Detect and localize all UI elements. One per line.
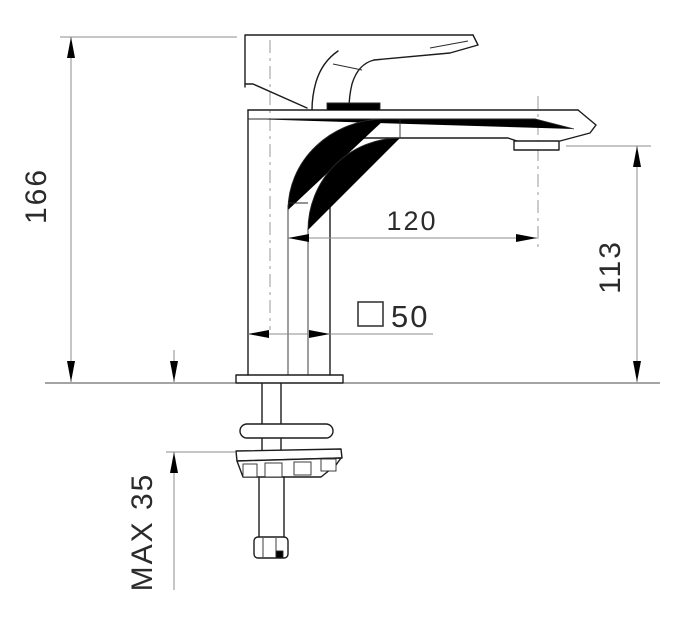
cartridge-cover-and-lever-top (244, 34, 474, 88)
dimension-label-50: 50 (391, 299, 429, 334)
lever-tip (373, 34, 479, 61)
waterway-tangent-ticks (288, 119, 401, 204)
dimension-label-120: 120 (386, 206, 437, 236)
arrow-right-icon (309, 330, 330, 338)
arrow-down-icon (633, 361, 641, 382)
nut-notch (264, 462, 283, 478)
lever-neck-inner-arc (348, 59, 375, 111)
mounting-hardware (235, 382, 343, 559)
faucet-body (235, 109, 597, 384)
centerlines (269, 40, 539, 330)
dimension-overall-height: 166 (20, 36, 237, 382)
faucet-handle (244, 34, 479, 111)
dimension-max-thickness: MAX 35 (126, 350, 236, 591)
spout-inner-edge (248, 118, 575, 130)
nut-notch (293, 461, 312, 476)
dimension-spout-reach: 120 (288, 206, 537, 242)
waterway-vertical-lines (287, 205, 309, 375)
mounting-nut-plate (235, 448, 343, 462)
arrow-down-icon (170, 361, 178, 382)
threaded-tube (258, 476, 285, 538)
nut-notch (242, 463, 258, 478)
arrow-up-icon (67, 37, 75, 58)
aerator (513, 140, 560, 151)
arrow-down-icon (67, 361, 75, 382)
cover-bottom-slant (244, 83, 308, 109)
dimension-spout-height: 113 (566, 145, 651, 382)
arrow-left-icon (288, 234, 309, 242)
arrow-up-icon (170, 452, 178, 473)
arrow-left-icon (248, 330, 269, 338)
hex-nut-notch (275, 550, 284, 559)
square-section-icon (357, 301, 384, 327)
dimension-label-max35: MAX 35 (126, 473, 159, 592)
dimension-label-113: 113 (594, 240, 627, 294)
mounting-nut-notches (242, 458, 337, 478)
lever-tip-inner-line (429, 40, 469, 49)
spout-bottom-edge (329, 137, 518, 142)
spout-tip-face (559, 109, 597, 142)
arrow-up-icon (633, 146, 641, 167)
lever-base-plate (326, 102, 381, 110)
nut-notch (320, 458, 337, 472)
base-flange (235, 374, 344, 384)
arrow-right-icon (516, 234, 537, 242)
rubber-gasket (239, 423, 334, 439)
threaded-shank (261, 382, 282, 451)
dimension-label-166: 166 (20, 168, 53, 224)
lever-neck-outer-arc (311, 50, 339, 111)
dimension-body-width: 50 (248, 299, 433, 338)
waterway-outer-arc (307, 137, 401, 231)
lever-neck-seam (332, 63, 363, 71)
